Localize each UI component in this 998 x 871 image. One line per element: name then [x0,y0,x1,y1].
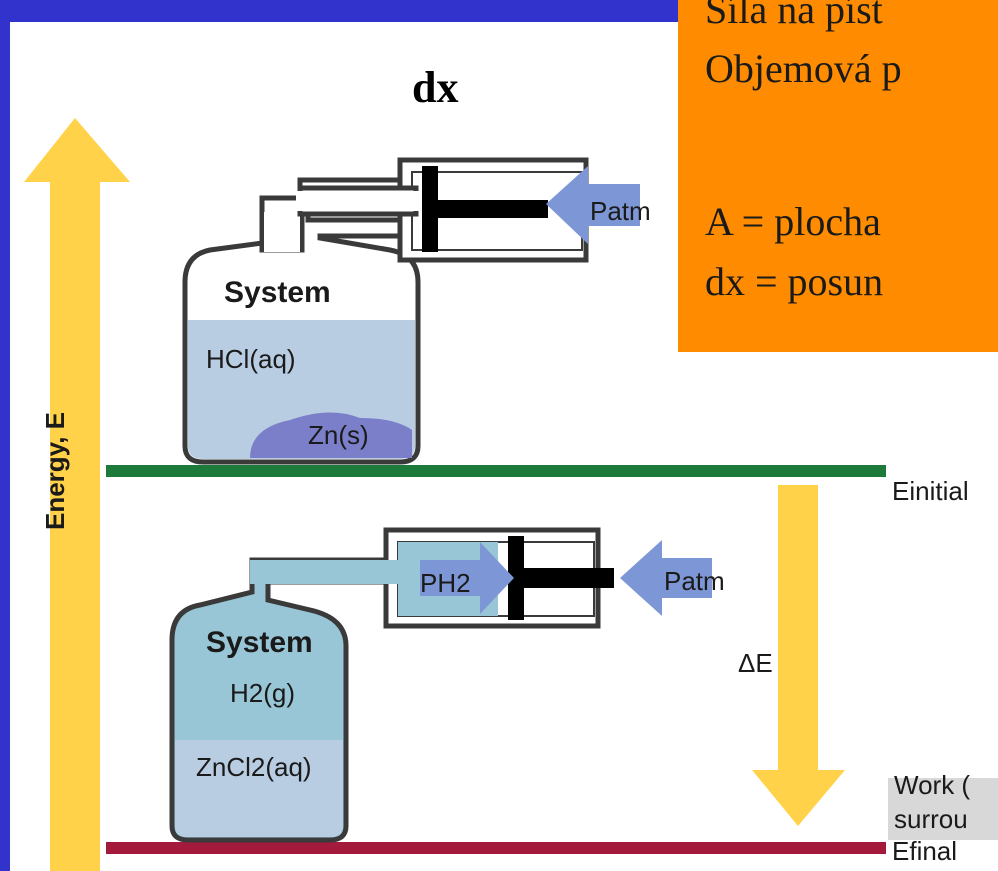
top-solution-label: HCl(aq) [206,344,296,374]
orange-line-4: dx = posun [705,259,884,304]
gas-pressure-arrow [420,542,514,614]
bottom-pressure-arrow [620,540,712,616]
gas-pressure-label: PH2 [420,568,471,598]
delta-e-arrow [752,485,845,826]
top-patm-label: Patm [590,196,651,226]
initial-energy-label: Einitial [892,476,969,506]
orange-text-box: Síla na píst Objemová p A = plocha dx = … [678,0,998,352]
initial-energy-line [106,465,886,477]
top-solid-label: Zn(s) [308,420,369,450]
top-flask [182,177,421,465]
work-note-box: Work ( surrou [888,770,998,840]
top-pressure-arrow [546,166,640,244]
bottom-system-label: System [206,626,313,659]
final-energy-line [106,842,886,854]
orange-line-2: Objemová p [705,46,902,91]
bottom-piston-rod [524,568,614,588]
bottom-flask [169,557,423,843]
top-system-label: System [224,276,331,309]
work-line-1: Work ( [894,770,971,800]
bottom-gas-label: H2(g) [230,678,296,708]
orange-line-1: Síla na píst [705,0,883,32]
bottom-piston-head [508,536,524,620]
final-energy-label: Efinal [892,836,958,866]
top-cylinder [296,157,589,263]
zinc-solid [250,412,412,458]
bottom-patm-label: Patm [664,566,725,596]
orange-line-3: A = plocha [705,199,881,244]
bottom-solution-label: ZnCl2(aq) [196,752,312,782]
energy-axis-arrow [24,118,130,871]
top-piston-rod [438,200,548,218]
work-line-2: surrou [894,804,968,834]
delta-e-label: ΔE [738,648,773,678]
dx-heading: dx [412,63,459,112]
top-piston-head [422,166,438,252]
energy-axis-label: Energy, E [40,411,70,530]
